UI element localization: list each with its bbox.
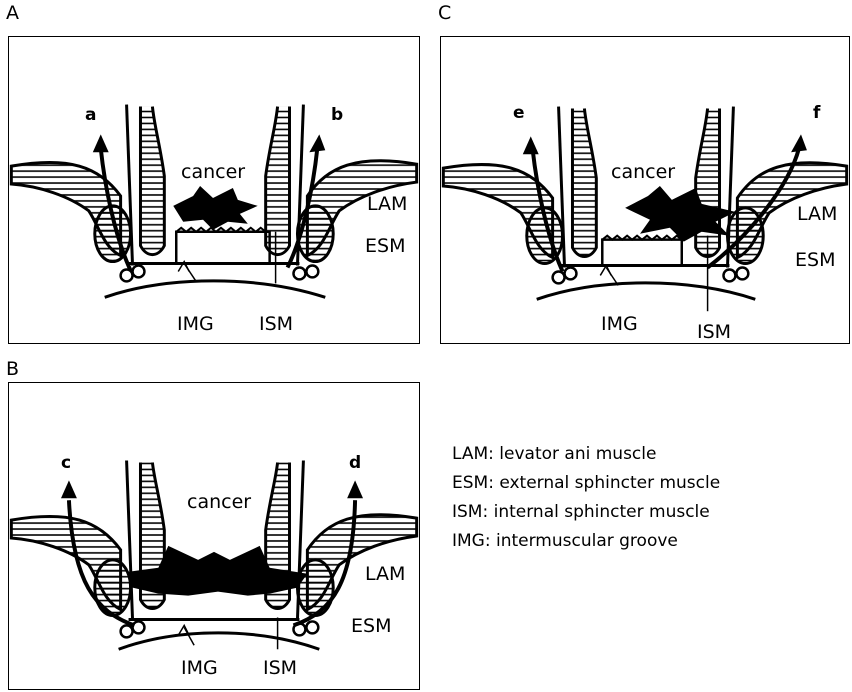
panel-a: a b cancer LAM ESM IMG ISM [8, 36, 420, 344]
esm-label: ESM [351, 615, 391, 637]
anatomy-illustration-a [9, 37, 419, 343]
ism-label: ISM [263, 657, 297, 679]
panel-b-letter: B [6, 358, 19, 380]
ism-label: ISM [259, 313, 293, 335]
cancer-label: cancer [611, 161, 675, 183]
ism-label: ISM [697, 321, 731, 343]
img-label: IMG [177, 313, 214, 335]
arrow-label-d: d [349, 453, 361, 473]
arrow-label-f: f [813, 103, 820, 123]
panel-c-letter: C [438, 2, 451, 24]
esm-label: ESM [365, 235, 405, 257]
legend-item-ism: ISM: internal sphincter muscle [452, 502, 720, 522]
esm-label: ESM [795, 249, 835, 271]
arrow-label-e: e [513, 103, 525, 123]
anatomy-illustration-c [441, 37, 849, 343]
arrow-label-c: c [61, 453, 71, 473]
legend-item-lam: LAM: levator ani muscle [452, 444, 720, 464]
img-label: IMG [601, 313, 638, 335]
legend-item-img: IMG: intermuscular groove [452, 531, 720, 551]
cancer-label: cancer [181, 161, 245, 183]
legend-item-esm: ESM: external sphincter muscle [452, 473, 720, 493]
lam-label: LAM [365, 563, 405, 585]
img-label: IMG [181, 657, 218, 679]
arrow-label-b: b [331, 105, 343, 125]
abbreviation-legend: LAM: levator ani muscle ESM: external sp… [452, 444, 720, 560]
panel-b: c d cancer LAM ESM IMG ISM [8, 382, 420, 690]
panel-a-letter: A [6, 2, 19, 24]
arrow-label-a: a [85, 105, 96, 125]
panel-c: e f cancer LAM ESM IMG ISM [440, 36, 850, 344]
lam-label: LAM [797, 203, 837, 225]
anatomy-illustration-b [9, 383, 419, 689]
cancer-tumor-a [173, 186, 257, 230]
cancer-label: cancer [187, 491, 251, 513]
lam-label: LAM [367, 193, 407, 215]
